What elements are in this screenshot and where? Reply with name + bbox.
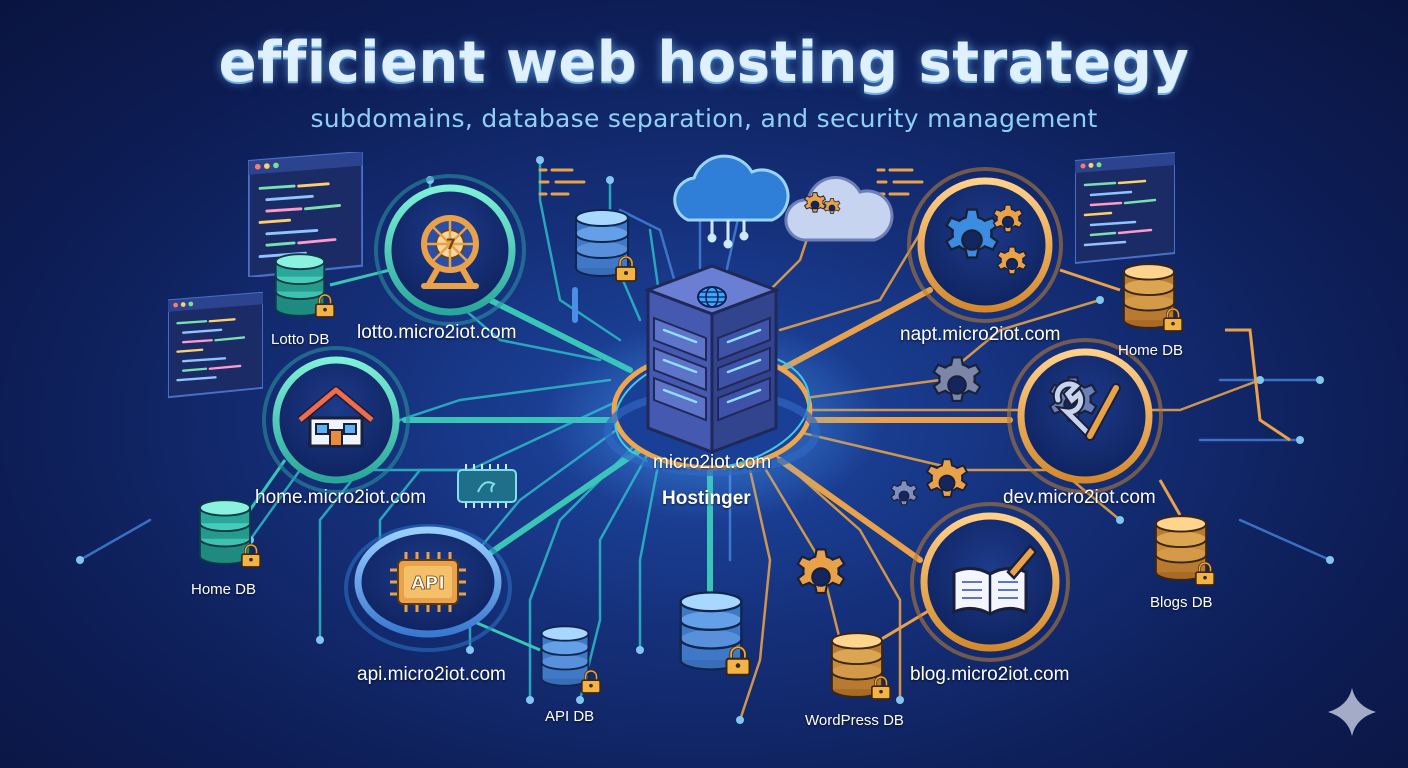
database-label-blog: WordPress DB xyxy=(805,712,904,729)
database-icon xyxy=(830,632,892,700)
cloud-icon xyxy=(673,154,790,249)
database-label-home: Home DB xyxy=(191,581,257,598)
api-chip-icon: API xyxy=(390,552,466,612)
server-rack-icon xyxy=(643,264,781,455)
gear-icon xyxy=(890,480,918,506)
circuit-traces xyxy=(76,156,1334,724)
hub-domain-label: micro2iot.com xyxy=(653,452,772,473)
gear-icon xyxy=(796,548,846,595)
subdomain-label-dev: dev.micro2iot.com xyxy=(1003,487,1156,508)
page-subtitle: subdomains, database separation, and sec… xyxy=(310,104,1098,133)
database-icon xyxy=(1154,515,1216,586)
svg-text:7: 7 xyxy=(446,237,456,253)
gear-icon xyxy=(932,356,982,403)
circuit-chip-icon xyxy=(457,464,517,508)
sparkle-icon xyxy=(1328,688,1376,736)
subdomain-label-api: api.micro2iot.com xyxy=(357,664,506,685)
node-lotto: 7 xyxy=(374,174,526,326)
open-book-icon xyxy=(952,544,1038,616)
subdomain-label-napt: napt.micro2iot.com xyxy=(900,324,1061,345)
code-window-icon xyxy=(168,291,263,399)
subdomain-label-blog: blog.micro2iot.com xyxy=(910,664,1070,685)
hub-provider-label: Hostinger xyxy=(662,488,751,509)
database-icon xyxy=(575,209,638,282)
cloud-gear-icon xyxy=(784,175,894,242)
subdomain-label-home: home.micro2iot.com xyxy=(255,487,427,508)
page-title: efficient web hosting strategy xyxy=(218,30,1190,95)
node-napt xyxy=(907,167,1063,323)
database-icon xyxy=(540,625,602,694)
node-api: API xyxy=(344,524,512,652)
node-home xyxy=(262,346,410,494)
node-dev xyxy=(1007,338,1163,494)
database-icon xyxy=(1122,263,1184,332)
wrench-gear-icon xyxy=(1048,376,1121,441)
house-icon xyxy=(297,386,375,448)
database-label-dev: Blogs DB xyxy=(1150,594,1213,611)
database-label-lotto: Lotto DB xyxy=(271,331,330,348)
database-label-napt: Home DB xyxy=(1118,342,1184,359)
decor-dashes xyxy=(538,168,924,196)
code-window-icon xyxy=(1075,151,1175,265)
globe-icon xyxy=(697,286,727,308)
subdomain-label-lotto: lotto.micro2iot.com xyxy=(357,322,517,343)
database-icon xyxy=(679,591,752,676)
ferris-wheel-icon: 7 xyxy=(421,215,479,289)
database-label-api: API DB xyxy=(545,708,595,725)
node-blog xyxy=(910,502,1070,662)
api-chip-text: API xyxy=(411,573,445,594)
hosting-hub xyxy=(542,264,882,520)
